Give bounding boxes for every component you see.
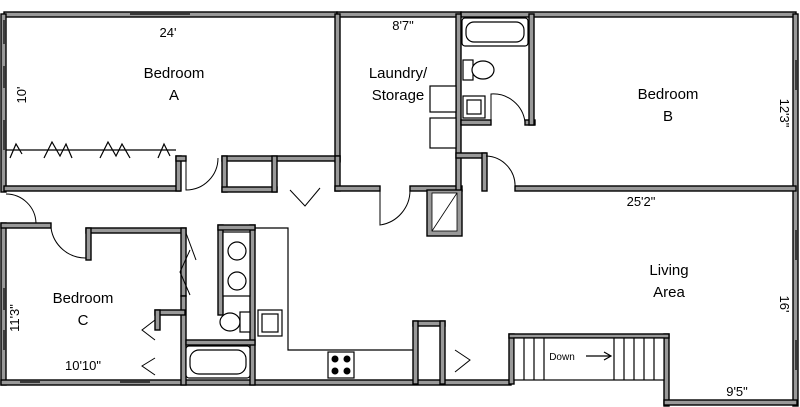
toilet-lower-bowl — [219, 312, 241, 332]
bifold-3 — [99, 140, 131, 159]
sink-lower-1 — [227, 241, 247, 261]
bifold-1 — [9, 142, 23, 159]
wall-laundry-bath — [455, 13, 462, 192]
dim-living-depth: 16' — [777, 296, 792, 313]
wall-right — [792, 13, 799, 407]
laundry-label-2: Storage — [372, 87, 425, 104]
bedroom-b-label-2: B — [663, 108, 673, 125]
wall-bath2-middle — [185, 339, 256, 346]
dim-living-width: 25'2" — [627, 194, 656, 209]
interior-walls — [0, 13, 797, 386]
door-bedroom-c-closet-upper — [141, 319, 156, 341]
wall-pantry-left — [412, 320, 419, 385]
sink-upper-basin — [466, 99, 482, 115]
wall-bath-bedroom-b — [528, 13, 535, 126]
sink-lower-2 — [227, 271, 247, 291]
laundry-label-1: Laundry/ — [369, 65, 428, 82]
wall-bedroom-c-jamb — [85, 227, 92, 261]
door-bedroom-a — [185, 157, 219, 191]
dim-bedroom-b-depth: 12'3" — [777, 99, 792, 128]
wall-top-bedroom-b — [460, 11, 797, 18]
washer — [429, 85, 457, 113]
stove — [327, 351, 355, 379]
door-hall-closet — [289, 187, 321, 207]
bathtub-lower-basin — [189, 349, 247, 375]
wall-laundry-bottom-left — [334, 185, 381, 192]
living-label-1: Living — [649, 262, 688, 279]
bifold-4 — [157, 142, 171, 159]
wall-hall-post-2 — [271, 155, 278, 193]
toilet-upper-bowl — [471, 60, 495, 80]
bifold-2 — [43, 140, 73, 159]
wall-hall-closet-bottom — [221, 186, 278, 193]
wall-bedroom-a-laundry — [334, 13, 341, 163]
duct-box-diagonal — [431, 192, 458, 232]
bedroom-b-label-1: Bedroom — [638, 86, 699, 103]
dryer — [429, 117, 457, 149]
room-labels: Bedroom A Laundry/ Storage Bedroom B Bed… — [53, 65, 699, 329]
stair-arrow-head — [603, 351, 613, 361]
stove-burner-1 — [331, 355, 339, 363]
fixtures — [185, 17, 665, 381]
wall-bedroom-c-closet-post — [154, 309, 161, 331]
stair-outline — [513, 337, 665, 381]
windows — [3, 13, 797, 383]
dim-stair-landing: 9'5" — [726, 384, 748, 399]
wall-bedroom-b-bottom — [514, 185, 797, 192]
bedroom-c-label-2: C — [78, 312, 89, 329]
bedroom-a-label-1: Bedroom — [144, 65, 205, 82]
dim-bedroom-a-depth: 10' — [14, 87, 29, 104]
door-pantry — [454, 349, 471, 373]
stove-burner-2 — [343, 355, 351, 363]
door-laundry — [379, 189, 411, 226]
wall-bath-bottom-left — [460, 119, 492, 126]
toilet-lower-tank — [239, 311, 251, 333]
dim-laundry-width: 8'7" — [392, 18, 414, 33]
kitchen-sink-basin — [261, 313, 279, 333]
door-bedroom-c-closet-lower — [141, 357, 156, 376]
doors — [5, 93, 526, 376]
stairs-down-label: Down — [549, 352, 575, 363]
wall-stair-left — [508, 333, 515, 385]
door-bath-2 — [185, 232, 197, 261]
wall-bedroom-c-right-top — [180, 227, 187, 297]
wall-bath2-right — [249, 224, 256, 386]
wall-bedroom-a-bottom-right — [221, 155, 341, 162]
door-bath2-closet — [179, 249, 191, 296]
bedroom-a-label-2: A — [169, 87, 179, 104]
stove-burner-4 — [343, 367, 351, 375]
bathtub-upper-basin — [465, 21, 525, 43]
wall-bottom-left — [0, 379, 512, 386]
wall-pantry-right — [439, 320, 446, 385]
wall-bottom-right — [663, 399, 798, 406]
wall-bath2-top — [217, 224, 256, 231]
door-bedroom-c — [50, 227, 87, 259]
wall-stair-top — [508, 333, 670, 339]
dimension-labels: 24' 10' 8'7" 12'3" 25'2" 16' 10'10" 11'3… — [7, 18, 792, 399]
stove-burner-3 — [331, 367, 339, 375]
dim-bedroom-c-width: 10'10" — [65, 358, 101, 373]
door-bath-1 — [490, 93, 526, 123]
bedroom-c-label-1: Bedroom — [53, 290, 114, 307]
door-bedroom-b — [485, 155, 516, 189]
wall-bedroom-c-top-right — [85, 227, 187, 234]
living-label-2: Area — [653, 284, 685, 301]
wall-stair-right — [663, 333, 670, 407]
wall-bedroom-a-door-jamb — [175, 155, 187, 162]
wall-top-laundry — [336, 11, 462, 18]
stairs — [513, 337, 665, 381]
kitchen-counter — [255, 227, 413, 351]
wall-left-bedroom-a — [0, 13, 7, 193]
wall-bedroom-b-door-post — [481, 152, 488, 192]
dim-bedroom-c-depth: 11'3" — [7, 304, 22, 332]
wall-bath2-left — [217, 224, 224, 316]
door-entry — [5, 193, 37, 224]
dim-bedroom-a-width: 24' — [160, 25, 177, 40]
wall-bedroom-c-top-left — [0, 222, 52, 229]
wall-bedroom-a-bottom-left — [3, 185, 181, 192]
bedroom-a-closet — [6, 140, 176, 159]
